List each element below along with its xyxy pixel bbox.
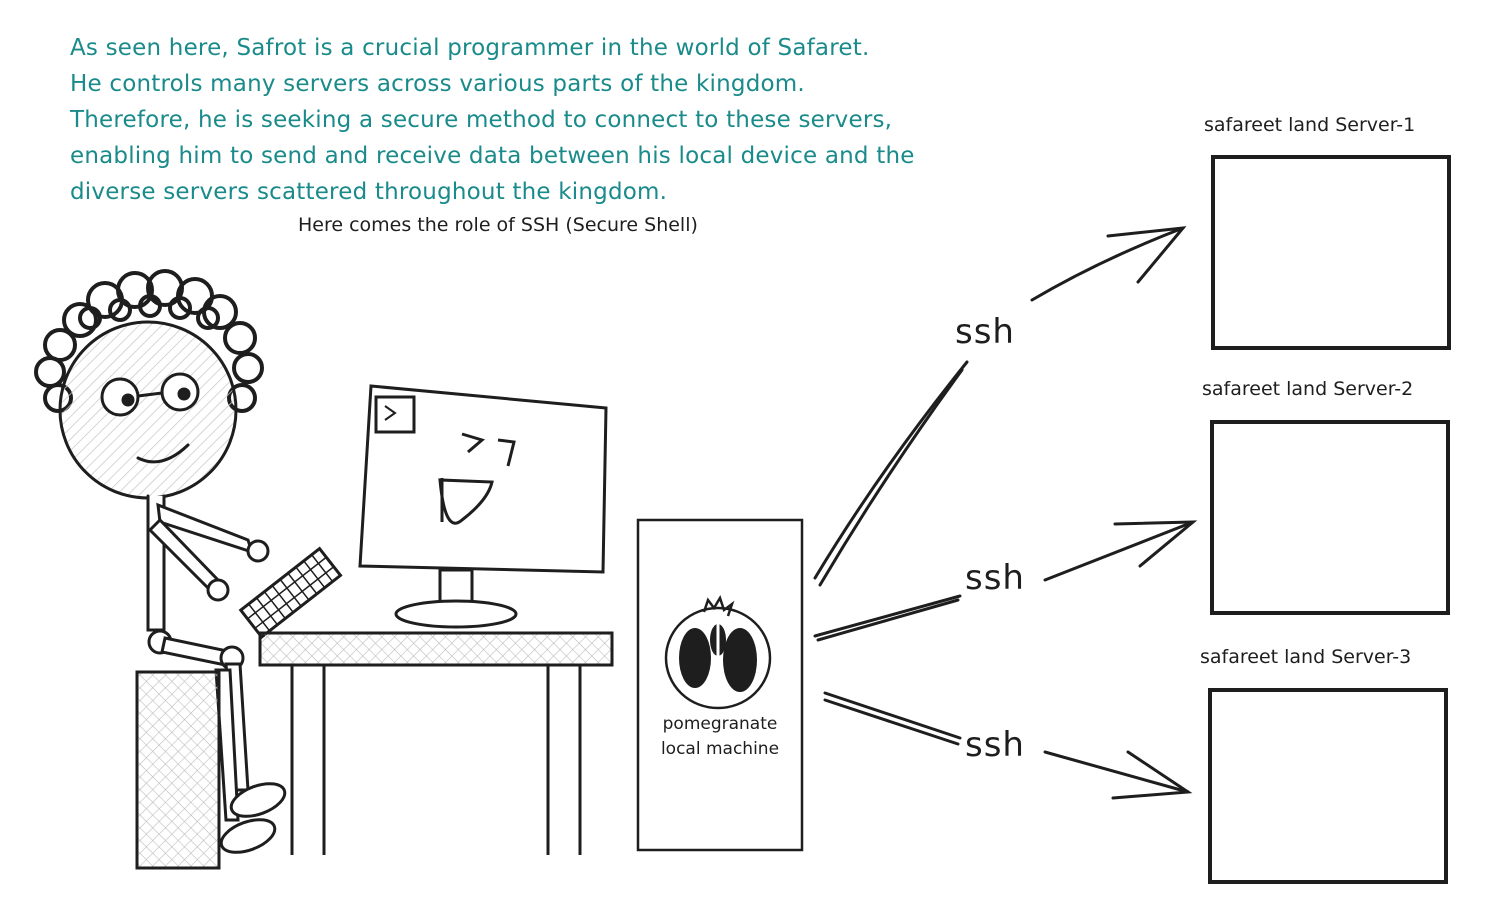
ssh-arrow-2: [813, 520, 1198, 642]
local-machine-label: pomegranate local machine: [640, 712, 800, 762]
intro-line-3: Therefore, he is seeking a secure method…: [70, 107, 893, 133]
ssh-subtitle: Here comes the role of SSH (Secure Shell…: [298, 214, 698, 236]
intro-line-4: enabling him to send and receive data be…: [70, 143, 915, 169]
smile: [136, 443, 190, 464]
keyboard-icon: [238, 546, 343, 640]
intro-line-2: He controls many servers across various …: [70, 71, 805, 97]
server-1-label: safareet land Server-1: [1204, 114, 1416, 136]
stool: [135, 670, 221, 870]
intro-text: As seen here, Safrot is a crucial progra…: [70, 30, 1130, 210]
monitor-icon: [358, 384, 608, 629]
local-machine-label-line-2: local machine: [660, 739, 780, 759]
intro-line-5: diverse servers scattered throughout the…: [70, 179, 668, 205]
programmer-figure: [34, 269, 287, 854]
legs: [147, 629, 287, 854]
server-2-label: safareet land Server-2: [1202, 378, 1414, 400]
monitor-face: [461, 432, 486, 454]
arms: [147, 502, 270, 602]
server-2-box: [1210, 420, 1450, 615]
local-machine-tower: [636, 518, 804, 852]
ssh-arrow-1: [813, 226, 1187, 587]
desk: [258, 631, 614, 855]
curly-hair: [34, 269, 264, 413]
ssh-label-2: ssh: [965, 558, 1025, 598]
head: [58, 320, 238, 500]
server-3-label: safareet land Server-3: [1200, 646, 1412, 668]
server-3-box: [1208, 688, 1448, 884]
server-1-box: [1211, 155, 1451, 350]
glasses-icon: [100, 372, 200, 417]
pomegranate-icon: [664, 595, 772, 710]
intro-line-1: As seen here, Safrot is a crucial progra…: [70, 35, 870, 61]
ssh-label-3: ssh: [965, 725, 1025, 765]
local-machine-label-line-1: pomegranate: [662, 714, 778, 734]
ssh-arrow-3: [823, 691, 1193, 800]
ssh-label-1: ssh: [955, 312, 1015, 352]
